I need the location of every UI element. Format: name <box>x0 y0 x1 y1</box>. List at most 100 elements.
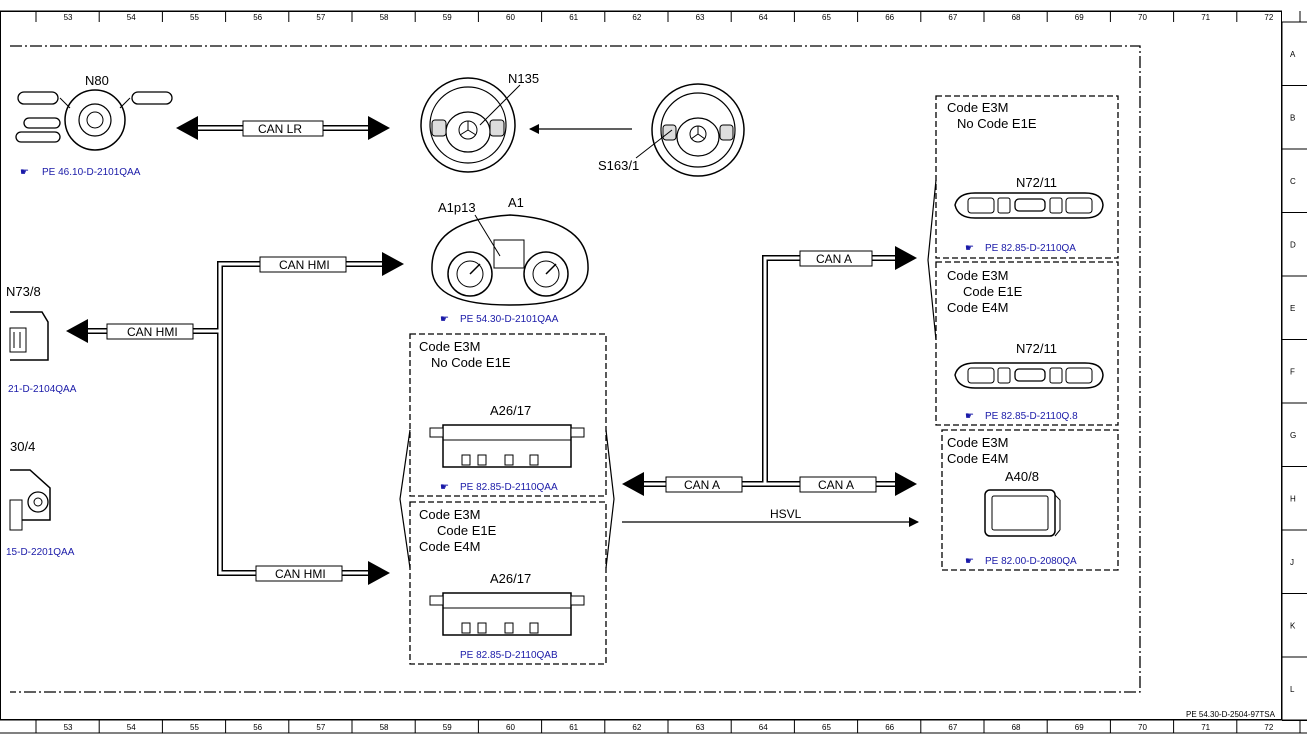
a26-17-bottom-label: A26/17 <box>490 571 531 586</box>
ruler-column-label: 72 <box>1264 13 1273 22</box>
can-a-top-label: CAN A <box>816 252 852 266</box>
ruler-column-label: 61 <box>569 13 578 22</box>
a1-ref-icon[interactable]: ☛ <box>440 314 449 325</box>
ruler-column-label: 61 <box>569 723 578 732</box>
ruler-column-label: 55 <box>190 13 199 22</box>
n72-11-bottom-reference[interactable]: PE 82.85-D-2110Q.8 <box>985 411 1078 422</box>
a26-top-code-1: Code E3M <box>419 339 480 354</box>
n72-top-code-2: No Code E1E <box>957 116 1037 131</box>
ruler-column-label: 64 <box>759 723 768 732</box>
a26-17-top-unit[interactable] <box>429 424 585 468</box>
ruler-column-label: 55 <box>190 723 199 732</box>
n72-bottom-ref-icon[interactable]: ☛ <box>965 411 974 422</box>
n72-11-top-reference[interactable]: PE 82.85-D-2110QA <box>985 243 1076 254</box>
ruler-column-label: 68 <box>1012 723 1021 732</box>
a1-reference[interactable]: PE 54.30-D-2101QAA <box>460 314 559 325</box>
ruler-column-label: 58 <box>380 723 389 732</box>
n72-top-code-1: Code E3M <box>947 100 1008 115</box>
ruler-column-label: 57 <box>316 723 325 732</box>
ruler-row-label: G <box>1290 431 1296 440</box>
ruler-column-label: 60 <box>506 723 515 732</box>
n72-11-group <box>927 95 1119 426</box>
sheet-reference: PE 54.30-D-2504-97TSA <box>1186 710 1276 719</box>
ruler-column-label: 63 <box>696 723 705 732</box>
ruler-column-label: 64 <box>759 13 768 22</box>
ruler-column-label: 57 <box>316 13 325 22</box>
n72-11-top-label: N72/11 <box>1016 175 1057 190</box>
ruler-column-label: 63 <box>696 13 705 22</box>
ruler-column-label: 53 <box>64 723 73 732</box>
n72-11-top-panel[interactable] <box>954 192 1104 219</box>
can-a-mid-right-label: CAN A <box>818 478 854 492</box>
ruler-row-label: D <box>1290 240 1296 249</box>
a40-code-2: Code E4M <box>947 451 1008 466</box>
ruler-column-label: 67 <box>948 723 957 732</box>
n73-8-reference[interactable]: 21-D-2104QAA <box>8 384 77 395</box>
a40-ref-icon[interactable]: ☛ <box>965 556 974 567</box>
a1-instrument-cluster[interactable] <box>431 214 589 306</box>
a26-bottom-code-1: Code E3M <box>419 507 480 522</box>
ruler-column-label: 69 <box>1075 13 1084 22</box>
n80-reference[interactable]: PE 46.10-D-2101QAA <box>42 167 141 178</box>
ruler-row-label: B <box>1290 113 1295 122</box>
a26-17-bottom-unit[interactable] <box>429 592 585 636</box>
can-a-bus <box>622 246 917 496</box>
a40-8-reference[interactable]: PE 82.00-D-2080QA <box>985 556 1077 567</box>
ruler-row-label: F <box>1290 367 1295 376</box>
n80-steering-column-module[interactable] <box>15 89 173 151</box>
ruler-column-label: 67 <box>948 13 957 22</box>
n72-bottom-code-1: Code E3M <box>947 268 1008 283</box>
n135-steering-wheel[interactable] <box>420 77 521 173</box>
a26-17-top-reference[interactable]: PE 82.85-D-2110QAA <box>460 482 558 493</box>
n135-label: N135 <box>508 71 539 86</box>
ruler-row-label: H <box>1290 494 1296 503</box>
ruler-column-label: 71 <box>1201 723 1210 732</box>
can-lr-label: CAN LR <box>258 122 302 136</box>
n80-label: N80 <box>85 73 109 88</box>
can-hmi-bus <box>66 252 404 585</box>
a26-17-bottom-reference[interactable]: PE 82.85-D-2110QAB <box>460 650 558 661</box>
n30-4-reference[interactable]: 15-D-2201QAA <box>6 547 75 558</box>
n73-8-ignition-switch[interactable] <box>9 311 49 361</box>
n72-11-bottom-panel[interactable] <box>954 362 1104 389</box>
n80-ref-icon[interactable]: ☛ <box>20 167 29 178</box>
a26-bottom-code-2: Code E1E <box>437 523 497 538</box>
a26-17-top-label: A26/17 <box>490 403 531 418</box>
ruler-row-label: K <box>1290 621 1296 630</box>
ruler-column-label: 62 <box>632 723 641 732</box>
can-hmi-top-label: CAN HMI <box>279 258 330 272</box>
n72-top-ref-icon[interactable]: ☛ <box>965 243 974 254</box>
ruler-column-label: 53 <box>64 13 73 22</box>
ruler-column-label: 69 <box>1075 723 1084 732</box>
ruler-row-label: A <box>1290 50 1296 59</box>
ruler-column-label: 71 <box>1201 13 1210 22</box>
n30-4-component[interactable] <box>9 469 51 531</box>
s163-1-label: S163/1 <box>598 158 639 173</box>
can-a-mid-left-label: CAN A <box>684 478 720 492</box>
ruler-column-label: 65 <box>822 13 831 22</box>
a26-bottom-code-3: Code E4M <box>419 539 480 554</box>
ruler-column-label: 66 <box>885 13 894 22</box>
drawing-frame <box>0 10 1307 734</box>
hsvl-label: HSVL <box>770 507 802 521</box>
ruler-column-label: 62 <box>632 13 641 22</box>
a40-8-box <box>941 429 1119 571</box>
ruler-column-label: 56 <box>253 13 262 22</box>
s163-1-steering-wheel-buttons[interactable] <box>635 83 745 177</box>
a40-8-display[interactable] <box>984 489 1061 537</box>
ruler-row-label: L <box>1290 685 1295 694</box>
ruler-column-label: 54 <box>127 13 136 22</box>
ruler-column-label: 58 <box>380 13 389 22</box>
can-lr-bus <box>176 116 390 140</box>
system-boundary <box>10 45 1141 693</box>
a40-code-1: Code E3M <box>947 435 1008 450</box>
can-hmi-left-label: CAN HMI <box>127 325 178 339</box>
a26-top-ref-icon[interactable]: ☛ <box>440 482 449 493</box>
n30-4-label: 30/4 <box>10 439 35 454</box>
ruler-row-label: C <box>1290 177 1296 186</box>
ruler-column-label: 70 <box>1138 723 1147 732</box>
